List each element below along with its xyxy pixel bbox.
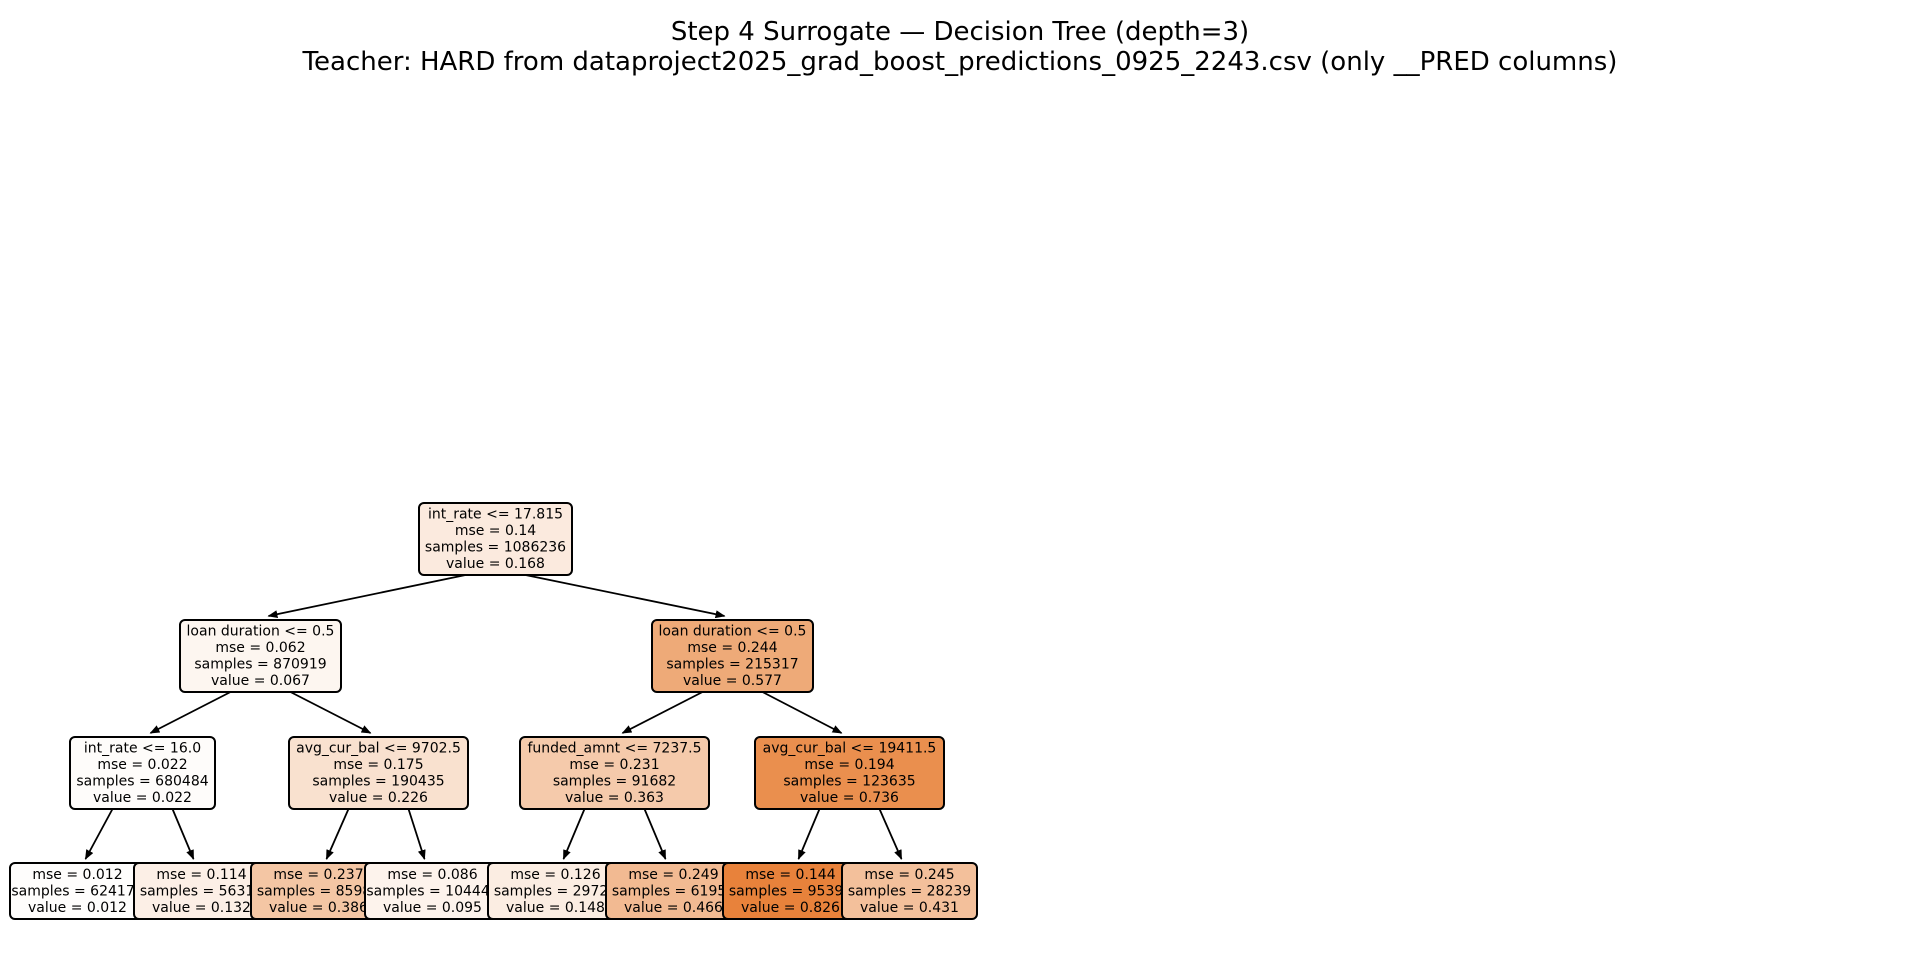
chart-title: Step 4 Surrogate — Decision Tree (depth=… [670,17,1250,47]
tree-node-text: samples = 104447 [366,883,498,899]
tree-node-text: samples = 91682 [553,774,676,790]
tree-node-text: mse = 0.012 [32,867,122,883]
tree-node-box [519,736,710,810]
tree-node-text: int_rate <= 16.0 [84,741,201,757]
tree-node-text: avg_cur_bal <= 9702.5 [296,741,461,757]
tree-node-text: value = 0.022 [93,790,192,806]
tree-node-text: int_rate <= 17.815 [428,507,563,523]
tree-node-text: samples = 123635 [783,774,915,790]
tree-node-text: samples = 1086236 [425,540,566,556]
tree-node-text: mse = 0.175 [333,757,423,773]
tree-node-text: value = 0.067 [211,673,310,689]
tree-node-text: mse = 0.022 [97,757,187,773]
tree-node-text: funded_amnt <= 7237.5 [528,741,702,757]
tree-edge-arrow [171,808,195,860]
tree-node-text: mse = 0.062 [215,640,305,656]
tree-node-text: samples = 870919 [194,657,326,673]
tree-node-box [841,862,978,920]
tree-node-text: mse = 0.231 [569,757,659,773]
tree-node-text: value = 0.095 [383,900,482,916]
tree-node-text: value = 0.132 [152,900,251,916]
tree-edge-arrow [643,808,667,860]
tree-node-text: samples = 56313 [140,883,263,899]
tree-node-text: mse = 0.114 [156,867,246,883]
tree-node-text: value = 0.577 [683,673,782,689]
tree-node-text: value = 0.431 [860,900,959,916]
tree-node-text: value = 0.363 [565,790,664,806]
tree-node-text: mse = 0.249 [628,867,718,883]
tree-edge-arrow [762,691,843,734]
tree-node-text: mse = 0.144 [745,867,835,883]
tree-node-box [288,736,469,810]
tree-edge-arrow [797,808,821,860]
tree-node-text: mse = 0.194 [804,757,894,773]
tree-node-text: samples = 215317 [666,657,798,673]
tree-node-text: value = 0.168 [446,556,545,572]
tree-node-text: value = 0.386 [269,900,368,916]
tree-node-text: samples = 95396 [729,883,852,899]
tree-node-text: loan duration <= 0.5 [659,624,807,640]
tree-node-text: samples = 28239 [848,883,971,899]
tree-node-text: value = 0.736 [800,790,899,806]
tree-node-text: mse = 0.237 [273,867,363,883]
tree-node-text: mse = 0.14 [455,523,536,539]
tree-node-text: value = 0.826 [741,900,840,916]
tree-edge-arrow [562,808,586,860]
tree-edge-arrow [621,691,703,734]
tree-node-text: value = 0.466 [624,900,723,916]
tree-node-text: samples = 29720 [494,883,617,899]
tree-edge-arrow [149,691,231,734]
tree-node-text: value = 0.148 [506,900,605,916]
tree-edge-arrow [878,808,903,860]
tree-node-text: samples = 85988 [257,883,380,899]
tree-edge-arrow [84,808,114,860]
tree-node-box [179,619,342,693]
tree-node-text: value = 0.226 [329,790,428,806]
tree-node-box [418,502,573,576]
tree-node-text: samples = 190435 [312,774,444,790]
tree-node-text: mse = 0.245 [864,867,954,883]
tree-edge-arrow [325,808,350,860]
tree-node-text: value = 0.012 [28,900,127,916]
tree-node-text: samples = 61958 [612,883,735,899]
tree-node-text: samples = 624171 [11,883,143,899]
tree-node-text: mse = 0.086 [387,867,477,883]
tree-node-text: samples = 680484 [76,774,208,790]
tree-node-box [651,619,814,693]
tree-edge-arrow [290,691,372,734]
tree-edge-arrow [407,808,426,860]
tree-node-text: loan duration <= 0.5 [187,624,335,640]
tree-node-text: mse = 0.126 [510,867,600,883]
tree-edge-arrow [267,574,466,619]
chart-subtitle: Teacher: HARD from dataproject2025_grad_… [302,47,1618,77]
tree-node-box [754,736,945,810]
tree-node-text: avg_cur_bal <= 19411.5 [763,741,937,757]
tree-node-text: mse = 0.244 [687,640,777,656]
tree-node-box [69,736,216,810]
tree-edge-arrow [525,574,726,619]
